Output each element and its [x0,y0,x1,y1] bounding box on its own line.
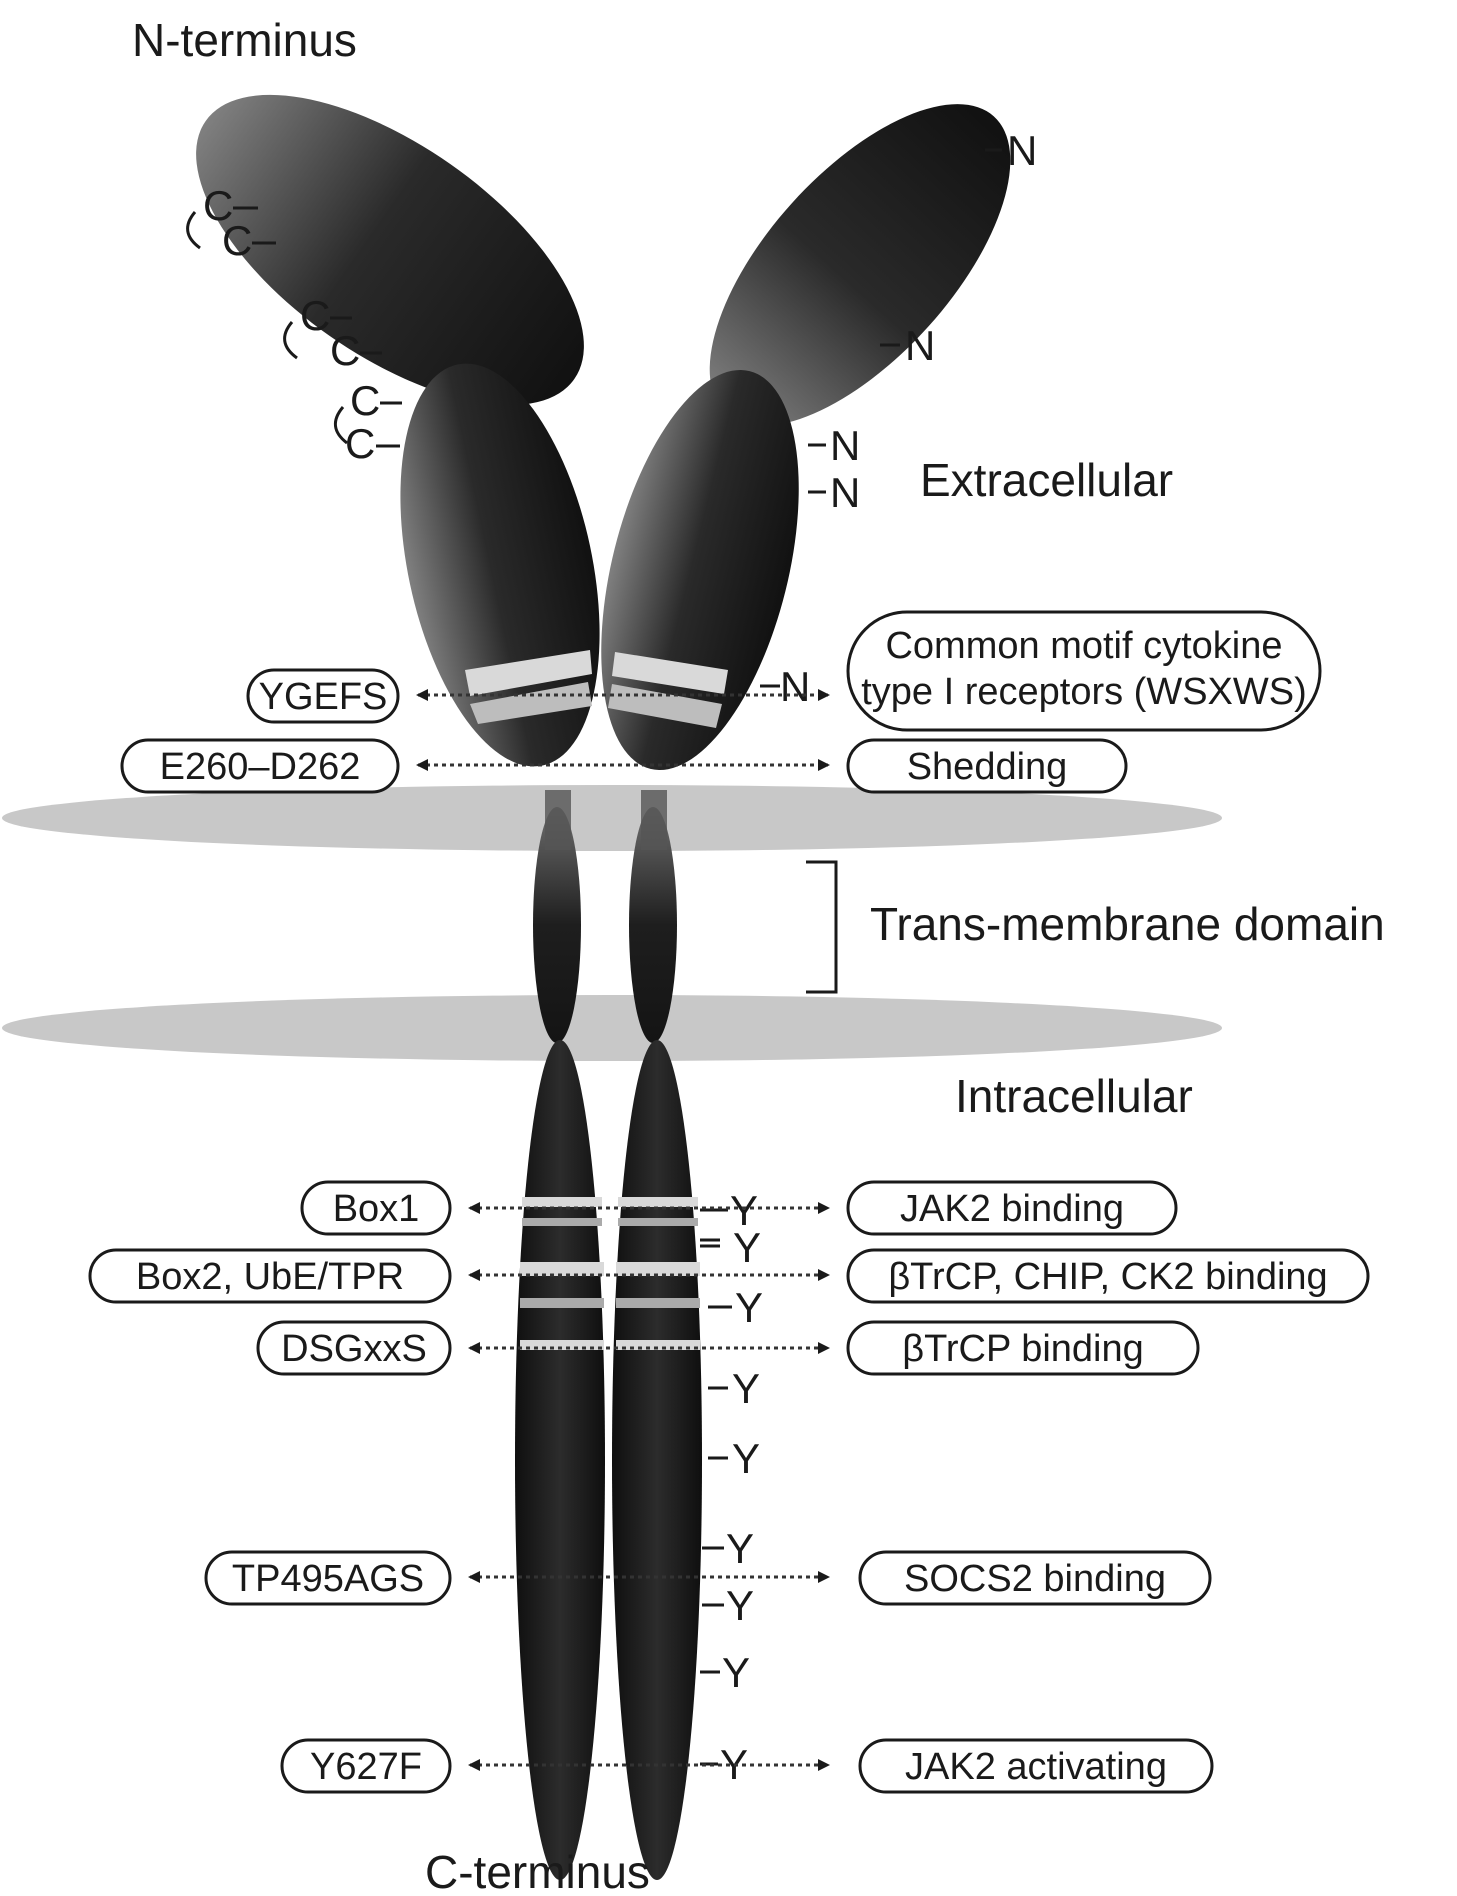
glycosylation-sites: N N N N N [760,127,1037,710]
svg-text:Y: Y [732,1365,760,1412]
transmembrane-bracket [806,860,838,994]
svg-text:βTrCP binding: βTrCP binding [902,1328,1144,1370]
svg-text:N: N [830,469,860,516]
svg-text:C: C [222,217,252,264]
svg-text:Common motif cytokine: Common motif cytokine [885,625,1282,667]
svg-text:C: C [330,327,360,374]
right-tm-segment [629,807,677,1043]
left-top-domain [196,94,584,406]
svg-text:Box2, UbE/TPR: Box2, UbE/TPR [136,1256,404,1298]
svg-text:Y: Y [722,1649,750,1696]
svg-text:C: C [350,377,380,424]
function-shedding: Shedding [846,738,1128,794]
function-jak2-activating: JAK2 activating [858,1738,1214,1794]
svg-text:TP495AGS: TP495AGS [232,1558,424,1600]
svg-text:βTrCP, CHIP, CK2 binding: βTrCP, CHIP, CK2 binding [888,1256,1327,1298]
left-tm-stalk [545,790,571,850]
svg-text:Y: Y [733,1224,761,1271]
cysteine-pairs: C C C C C C [186,182,402,467]
function-btrcp-binding: βTrCP binding [846,1320,1200,1376]
svg-text:YGEFS: YGEFS [259,676,388,718]
outer-membrane [2,785,1222,851]
function-btrcp-chip-ck2: βTrCP, CHIP, CK2 binding [846,1248,1370,1304]
motif-tp495ags: TP495AGS [204,1550,452,1606]
svg-text:Y627F: Y627F [310,1746,422,1788]
left-intracellular-tail [515,1040,605,1880]
svg-text:N: N [1007,127,1037,174]
svg-text:Y: Y [726,1582,754,1629]
intracellular-label: Intracellular [955,1070,1193,1122]
c-terminus-label: C-terminus [425,1846,650,1896]
motif-ygefs: YGEFS [246,668,400,724]
function-socs2-binding: SOCS2 binding [858,1550,1212,1606]
svg-text:type I receptors (WSXWS): type I receptors (WSXWS) [861,671,1307,713]
svg-text:DSGxxS: DSGxxS [281,1328,427,1370]
motif-box2: Box2, UbE/TPR [88,1248,452,1304]
right-top-domain [709,104,1011,426]
right-wsxws-band [612,652,728,694]
right-tm-stalk [641,790,667,850]
svg-text:C: C [203,182,233,229]
svg-text:Y: Y [732,1435,760,1482]
svg-text:N: N [780,663,810,710]
function-jak2-binding: JAK2 binding [846,1180,1178,1236]
extracellular-label: Extracellular [920,454,1173,506]
function-wsxws: Common motif cytokine type I receptors (… [846,610,1322,732]
motif-y627f: Y627F [280,1738,452,1794]
svg-text:Y: Y [726,1525,754,1572]
svg-text:E260–D262: E260–D262 [160,746,361,788]
svg-text:JAK2 activating: JAK2 activating [905,1746,1167,1788]
annotation-arrows [416,689,830,1771]
svg-text:Shedding: Shedding [907,746,1068,788]
motif-dsgxxs: DSGxxS [256,1320,452,1376]
inner-membrane [2,995,1222,1061]
tyrosine-sites: Y Y Y Y Y Y Y Y Y [700,1187,763,1788]
svg-text:C: C [300,292,330,339]
right-intracellular-tail [612,1040,702,1880]
left-wsxws-band [465,650,592,696]
svg-text:Box1: Box1 [333,1188,420,1230]
svg-text:C: C [345,420,375,467]
motif-box1: Box1 [300,1180,452,1236]
transmembrane-label: Trans-membrane domain [870,898,1385,950]
svg-text:N: N [905,322,935,369]
svg-text:SOCS2 binding: SOCS2 binding [904,1558,1166,1600]
svg-text:N: N [830,422,860,469]
n-terminus-label: N-terminus [132,14,357,66]
left-tm-segment [533,807,581,1043]
motif-e260-d262: E260–D262 [120,738,400,794]
svg-text:Y: Y [735,1284,763,1331]
svg-text:JAK2 binding: JAK2 binding [900,1188,1124,1230]
